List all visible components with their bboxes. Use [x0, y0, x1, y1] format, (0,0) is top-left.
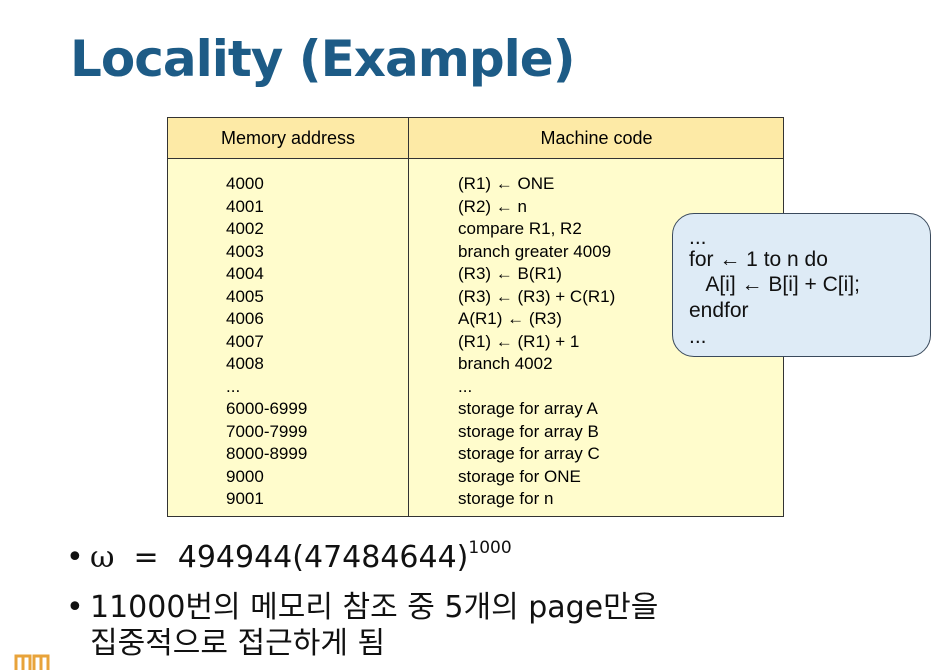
table-row: 4005 (R3) ← (R3) + C(R1): [168, 286, 783, 309]
memory-address-cell: 4004: [226, 264, 264, 283]
table-row: 9001 storage for n: [168, 488, 783, 511]
header-machine-code: Machine code: [540, 128, 653, 148]
machine-code-cell: (R1) ← (R1) + 1: [458, 331, 580, 351]
memory-address-cell: 8000-8999: [226, 444, 308, 463]
machine-code-cell: storage for array C: [458, 444, 600, 463]
machine-code-cell: branch greater 4009: [458, 241, 612, 261]
table-row: 8000-8999 storage for array C: [168, 443, 783, 466]
memory-address-cell: 4000: [226, 174, 264, 193]
memory-address-cell: 4002: [226, 219, 264, 238]
bullet-text-line1: 11000번의 메모리 참조 중 5개의 page만을: [90, 590, 659, 625]
machine-code-cell: branch 4002: [458, 354, 553, 373]
memory-address-cell: 4005: [226, 286, 264, 306]
column-divider: [408, 118, 409, 516]
callout-line: for ← 1 to n do: [689, 248, 828, 271]
table-row: 6000-6999 storage for array A: [168, 398, 783, 421]
machine-code-cell: storage for array A: [458, 399, 598, 418]
machine-code-cell: (R1) ← ONE: [458, 174, 555, 193]
memory-address-cell: ...: [226, 376, 241, 396]
omega-exponent: 1000: [468, 538, 512, 558]
machine-code-cell: storage for ONE: [458, 466, 581, 486]
callout-line: A[i] ← B[i] + C[i];: [689, 273, 860, 296]
bullet-omega: •ω = 494944(47484644)1000: [66, 538, 512, 575]
omega-equation: = 494944(47484644): [114, 540, 469, 575]
memory-address-cell: 4007: [226, 331, 264, 351]
university-logo-icon: [14, 654, 50, 670]
memory-address-cell: 4008: [226, 354, 264, 373]
bullet-dot: •: [66, 590, 84, 625]
machine-code-cell: storage for array B: [458, 421, 599, 441]
memory-address-cell: 4001: [226, 196, 264, 216]
machine-code-cell: A(R1) ← (R3): [458, 309, 562, 328]
memory-address-cell: 9000: [226, 466, 264, 486]
table-row: 4006 A(R1) ← (R3): [168, 308, 783, 331]
omega-symbol: ω: [90, 540, 115, 575]
bullet-text-line2: 집중적으로 접근하게 됨: [90, 626, 386, 661]
table-row: 4000 (R1) ← ONE: [168, 173, 783, 196]
memory-address-cell: 4003: [226, 241, 264, 261]
table-row: 4002 compare R1, R2: [168, 218, 783, 241]
table-row: 4008 branch 4002: [168, 353, 783, 376]
pseudocode-callout: ... for ← 1 to n do A[i] ← B[i] + C[i]; …: [672, 213, 931, 357]
table-row: ......: [168, 376, 783, 399]
table-row: 7000-7999 storage for array B: [168, 421, 783, 444]
header-memory-address: Memory address: [220, 128, 356, 148]
bullet-dot: •: [66, 540, 84, 575]
bullet-reference: •11000번의 메모리 참조 중 5개의 page만을 집중적으로 접근하게 …: [66, 590, 658, 662]
machine-code-cell: (R2) ← n: [458, 196, 527, 216]
machine-code-cell: (R3) ← (R3) + C(R1): [458, 286, 616, 306]
callout-line: endfor: [689, 299, 749, 322]
memory-address-cell: 9001: [226, 489, 264, 508]
table-row: 4004 (R3) ← B(R1): [168, 263, 783, 286]
table-row: 9000 storage for ONE: [168, 466, 783, 489]
table-rows: 4000 (R1) ← ONE 4001 (R2) ← n 4002 compare R1…: [168, 173, 783, 511]
memory-address-cell: 7000-7999: [226, 421, 308, 441]
machine-code-cell: (R3) ← B(R1): [458, 264, 562, 283]
machine-code-cell: compare R1, R2: [458, 219, 582, 238]
callout-line: ...: [689, 226, 707, 249]
table-row: 4001 (R2) ← n: [168, 196, 783, 219]
memory-address-cell: 6000-6999: [226, 399, 308, 418]
page-title: Locality (Example): [70, 30, 576, 88]
machine-code-cell: storage for n: [458, 489, 554, 508]
machine-code-cell: ...: [458, 376, 473, 396]
table-row: 4007 (R1) ← (R1) + 1: [168, 331, 783, 354]
table-row: 4003 branch greater 4009: [168, 241, 783, 264]
table-header: [168, 118, 783, 159]
memory-address-cell: 4006: [226, 309, 264, 328]
callout-line: ...: [689, 325, 707, 348]
